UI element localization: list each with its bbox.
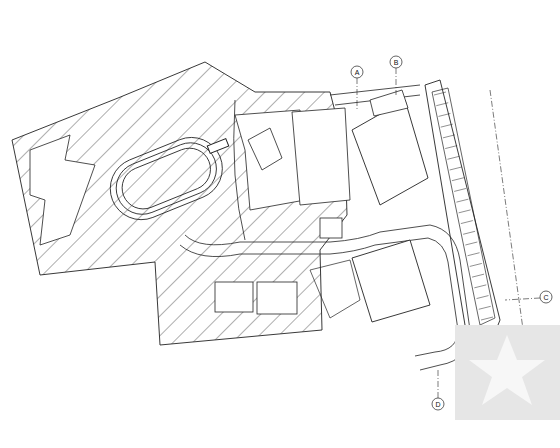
hatched-site	[12, 62, 347, 345]
running-track	[101, 128, 232, 229]
axis-label: C	[541, 294, 551, 301]
watermark	[455, 325, 560, 420]
site-boundary	[425, 80, 500, 355]
building-outline	[292, 108, 350, 205]
building-strip	[432, 88, 495, 325]
building-outline	[248, 128, 282, 170]
building-outline	[352, 100, 428, 205]
building-outline	[207, 139, 229, 154]
building-outline	[320, 218, 342, 238]
building-outline	[215, 282, 253, 312]
building-outline	[352, 240, 430, 322]
building-outline	[370, 90, 408, 116]
road	[180, 225, 470, 370]
building-outline	[30, 135, 95, 245]
parking-stalls	[434, 92, 493, 320]
axis-label: B	[391, 59, 401, 66]
building-outline	[257, 282, 297, 314]
building-outline	[310, 260, 360, 318]
axis-label: D	[433, 401, 443, 408]
axis-label: A	[352, 69, 362, 76]
